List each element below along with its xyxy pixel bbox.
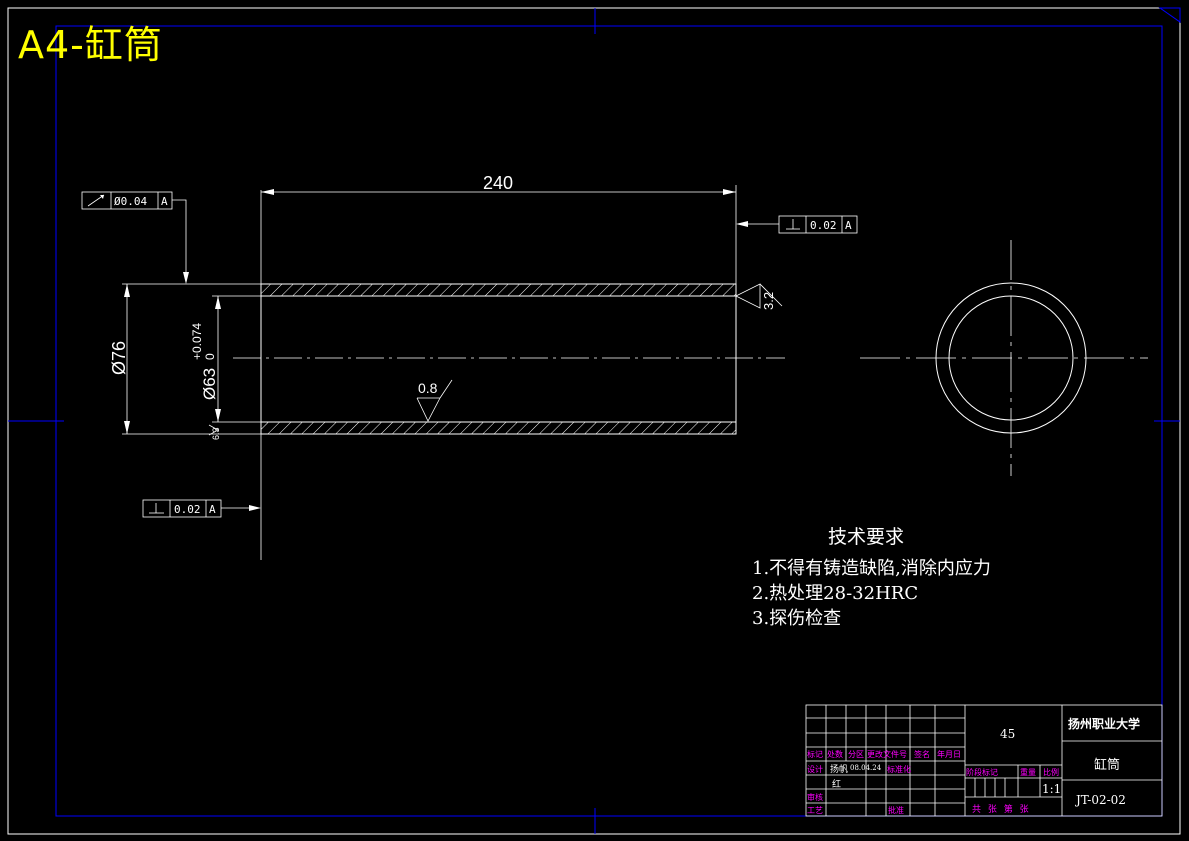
tb-designer: 扬帆 xyxy=(830,765,849,775)
tb-drafter: 红 xyxy=(832,780,842,790)
perp-left-datum: A xyxy=(209,503,216,516)
tb-std: 标准化 xyxy=(887,765,911,774)
roughness-end-symbol: 6.3 xyxy=(208,424,221,440)
roughness-inner-symbol: 0.8 xyxy=(416,379,453,422)
tech-item-1: 1.不得有铸造缺陷,消除内应力 xyxy=(752,558,991,579)
tb-mark: 标记 xyxy=(807,750,823,759)
runout-icon xyxy=(87,194,105,207)
hatch-bottom-wall xyxy=(260,421,737,435)
outer-frame xyxy=(7,7,1181,835)
outer-diameter-dimension: Ø76 xyxy=(109,283,261,435)
roughness-end-label: 6.3 xyxy=(211,427,221,440)
tb-stage: 阶段标记 xyxy=(966,768,998,777)
tb-count: 处数 xyxy=(827,750,843,759)
roughness-inner-label: 0.8 xyxy=(418,380,438,396)
tb-design-date: 08.04.24 xyxy=(850,764,882,772)
cylinder-section xyxy=(233,283,785,435)
tb-sheets: 共 张 第 张 xyxy=(972,805,1029,815)
perp-right-value: 0.02 xyxy=(810,219,837,232)
perpendicularity-right-frame: 0.02 A xyxy=(736,215,858,234)
tb-weight: 重量 xyxy=(1020,768,1036,777)
end-view xyxy=(860,240,1148,476)
tech-item-3: 3.探伤检查 xyxy=(752,608,842,629)
orientation-arrow xyxy=(1158,7,1181,23)
inner-tolerance-lower: 0 xyxy=(203,353,217,360)
tb-design: 设计 xyxy=(807,765,823,774)
runout-value: Ø0.04 xyxy=(114,195,147,208)
sheet-title: A4-缸筒 xyxy=(18,23,163,67)
perp-left-value: 0.02 xyxy=(174,503,201,516)
roughness-outer-label: 3.2 xyxy=(761,292,776,310)
runout-frame: Ø0.04 A xyxy=(81,191,189,284)
runout-datum: A xyxy=(161,195,168,208)
tb-date: 年月日 xyxy=(937,750,961,759)
tb-change-no: 更改文件号 xyxy=(867,750,907,759)
tb-check: 审核 xyxy=(807,793,823,802)
length-label: 240 xyxy=(483,173,513,193)
inner-diameter-label: Ø63 xyxy=(200,368,219,400)
tb-process: 工艺 xyxy=(807,806,823,815)
inner-tolerance-upper: +0.074 xyxy=(190,323,204,360)
perp-right-datum: A xyxy=(845,219,852,232)
outer-diameter-label: Ø76 xyxy=(109,341,129,375)
tech-item-2: 2.热处理28-32HRC xyxy=(752,583,919,604)
title-block xyxy=(805,704,1163,817)
tb-part-name: 缸筒 xyxy=(1094,758,1121,773)
tb-sign: 签名 xyxy=(914,750,930,759)
length-dimension: 240 xyxy=(260,173,737,560)
tb-material: 45 xyxy=(1000,727,1016,741)
perpendicularity-left-frame: 0.02 A xyxy=(142,499,261,518)
tb-ratio: 比例 xyxy=(1043,768,1059,777)
roughness-outer-symbol: 3.2 xyxy=(735,283,783,310)
tb-zone: 分区 xyxy=(848,750,864,759)
inner-border xyxy=(55,25,1163,817)
inner-diameter-dimension: Ø63 +0.074 0 xyxy=(190,295,261,423)
tech-requirements-title: 技术要求 xyxy=(828,526,905,548)
tb-school: 扬州职业大学 xyxy=(1068,717,1141,731)
tb-scale: 1:1 xyxy=(1042,782,1062,796)
hatch-top-wall xyxy=(260,283,737,297)
tb-approve: 批准 xyxy=(888,806,904,815)
tb-drawing-no: JT-02-02 xyxy=(1076,793,1126,807)
